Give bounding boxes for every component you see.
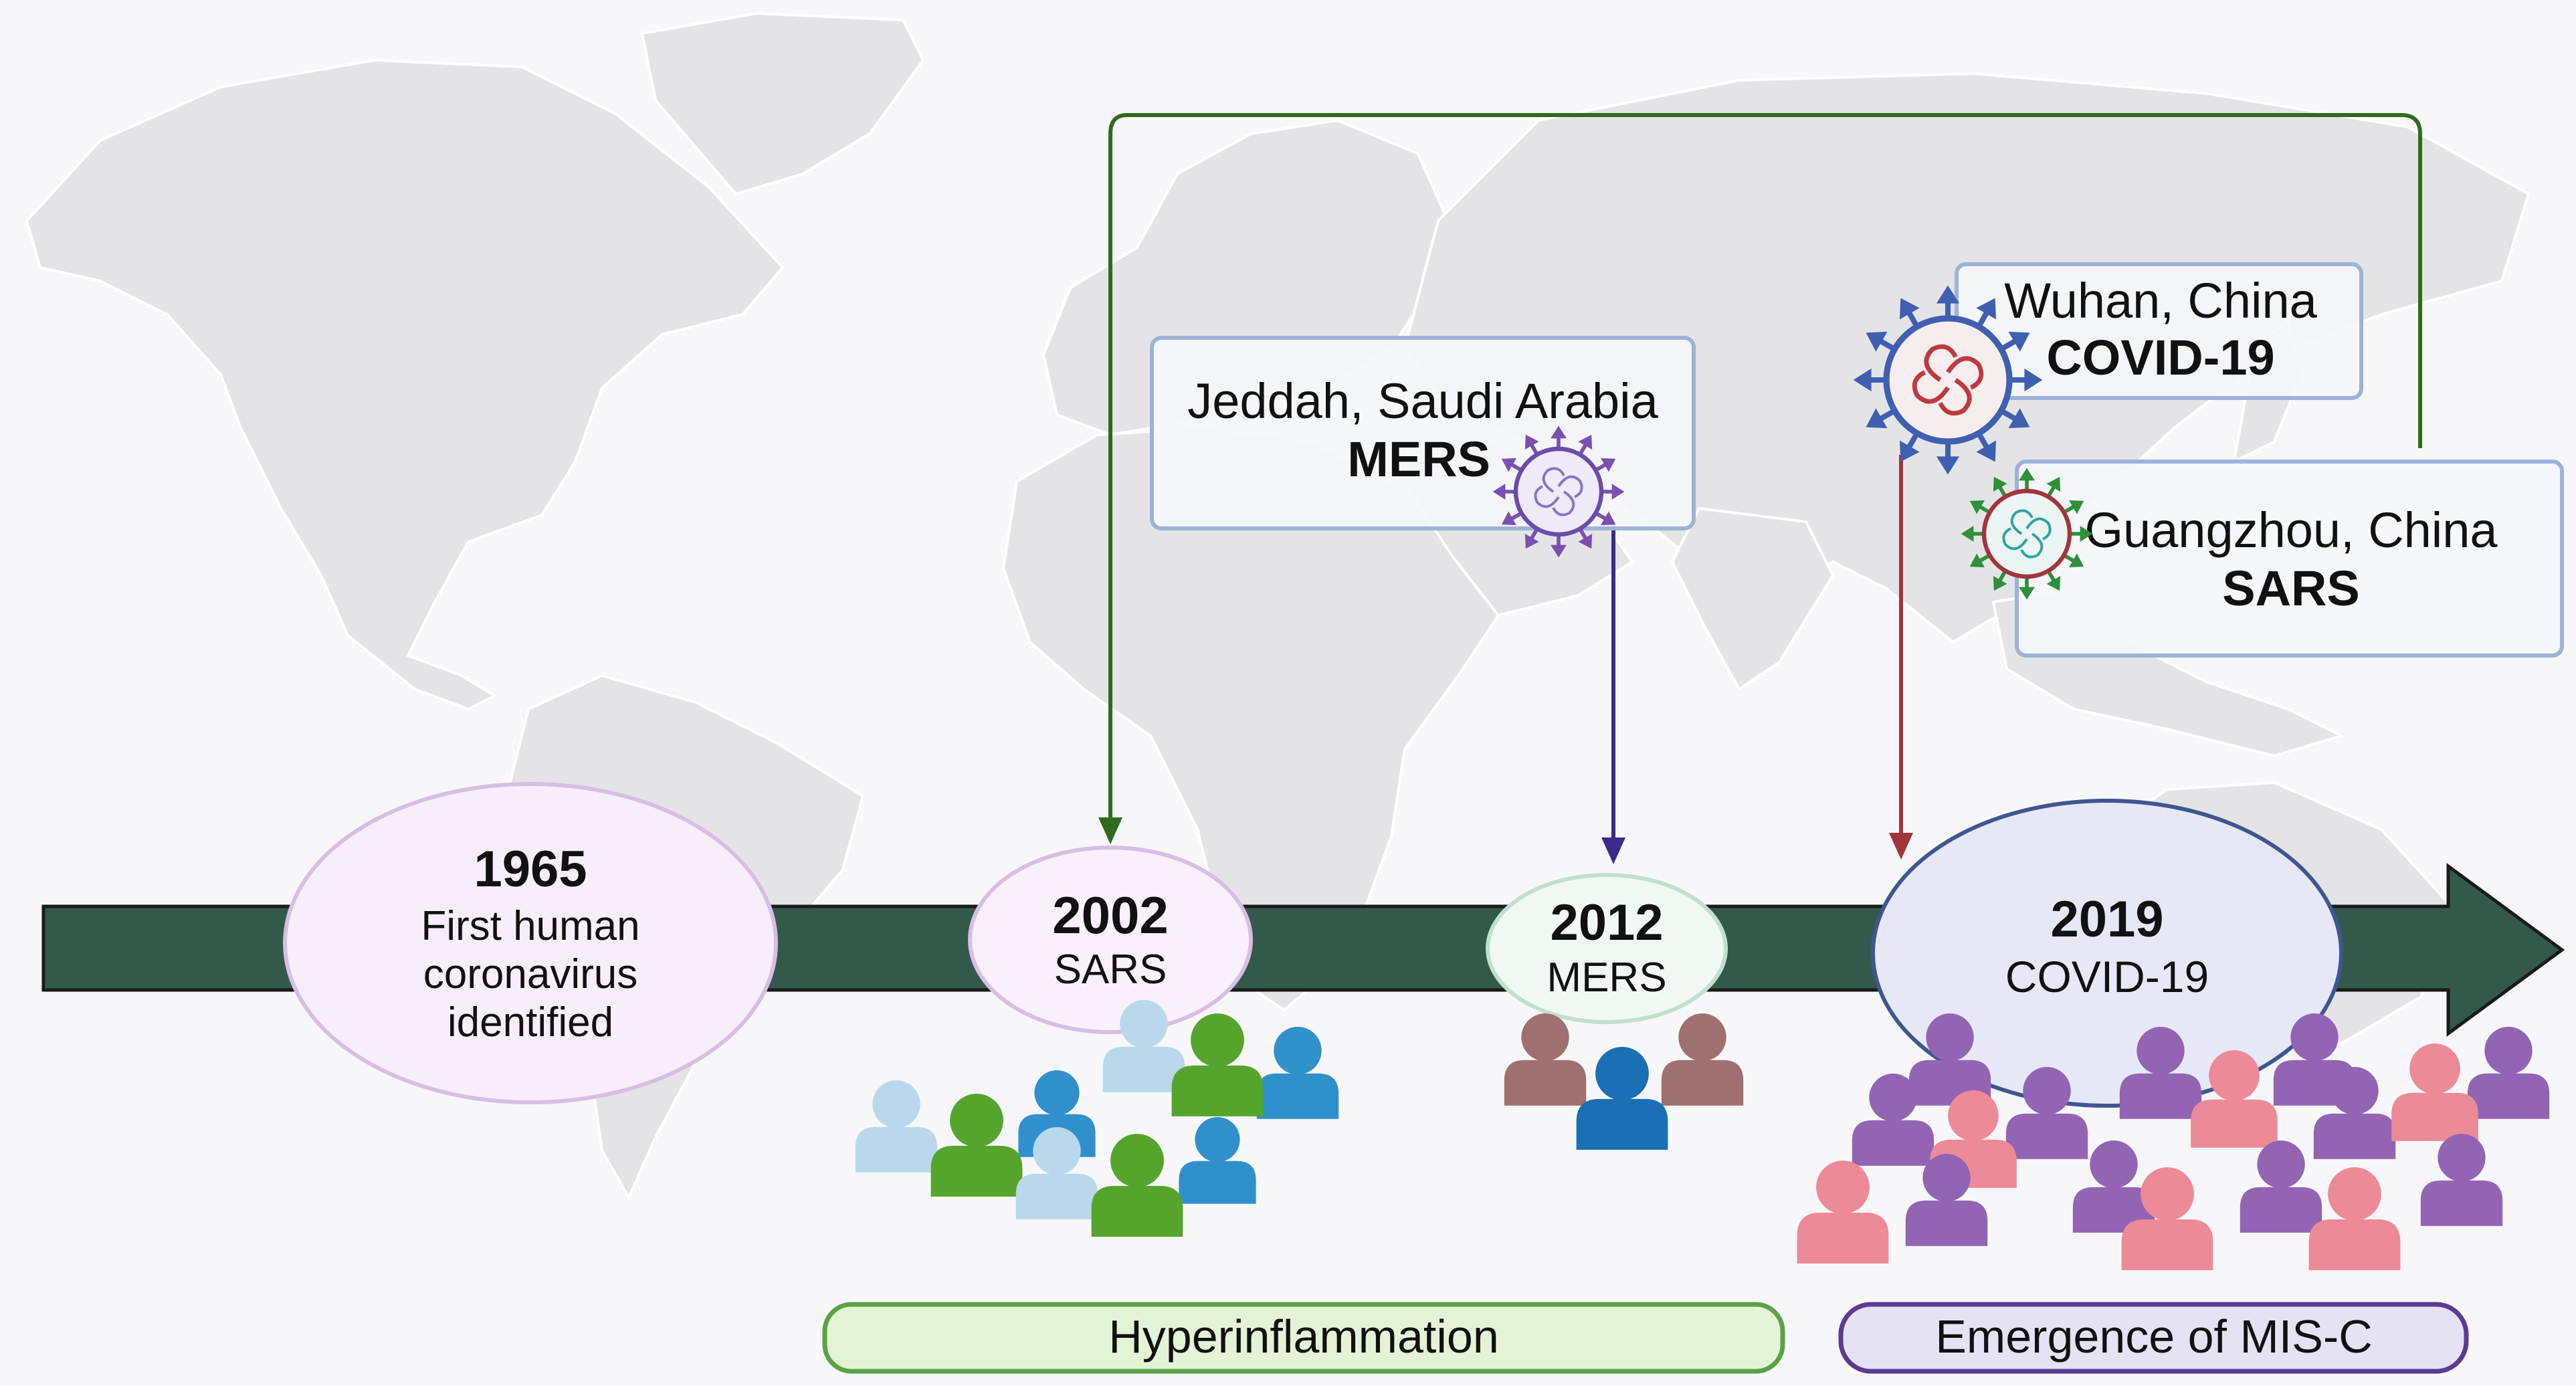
event-2012-ellipse [1486, 873, 1728, 1024]
event-2002-year: 2002 [1052, 886, 1169, 945]
event-1965-ellipse [283, 782, 778, 1104]
event-1965-line1: First human [421, 903, 639, 949]
north-america [25, 58, 785, 711]
guangzhou-virus: SARS [2222, 561, 2360, 616]
covid-coronavirus-icon [1853, 285, 2043, 475]
covid-people-group-icon [1797, 1013, 2550, 1270]
mers-coronavirus-icon [1492, 425, 1625, 558]
mers-people-group-icon [1504, 1013, 1744, 1150]
sars-people-group-icon [855, 1000, 1339, 1237]
event-2019-label: COVID-19 [2005, 952, 2209, 1001]
event-2002-label: SARS [1054, 947, 1167, 993]
sars-connector [1108, 113, 2422, 819]
india [1670, 506, 1835, 691]
event-2012-label: MERS [1547, 955, 1666, 1001]
event-2012-year: 2012 [1550, 894, 1663, 951]
event-2019-year: 2019 [2050, 891, 2163, 948]
event-1965-line3: identified [448, 999, 613, 1046]
event-2019-ellipse [1871, 799, 2343, 1108]
jeddah-place: Jeddah, Saudi Arabia [1187, 373, 1658, 429]
mis-c-label: Emergence of MIS-C [1935, 1310, 2373, 1363]
sars-arrowhead [1098, 817, 1122, 844]
hyperinflammation-bar [822, 1302, 1785, 1374]
jeddah-virus: MERS [1347, 431, 1490, 487]
event-1965-line2: coronavirus [423, 951, 637, 997]
guangzhou-place: Guangzhou, China [2084, 502, 2498, 558]
hyperinflammation-label: Hyperinflammation [1108, 1310, 1499, 1363]
sars-coronavirus-icon [1961, 468, 2093, 600]
guangzhou-box [2015, 460, 2564, 658]
wuhan-place: Wuhan, China [2004, 273, 2317, 328]
mis-c-bar [1838, 1302, 2469, 1374]
covid-arrowhead [1889, 833, 1913, 860]
wuhan-virus: COVID-19 [2046, 330, 2274, 385]
mers-arrowhead [1601, 837, 1625, 864]
event-1965-year: 1965 [474, 841, 587, 898]
event-2002-ellipse [968, 846, 1253, 1034]
greenland [640, 11, 925, 196]
